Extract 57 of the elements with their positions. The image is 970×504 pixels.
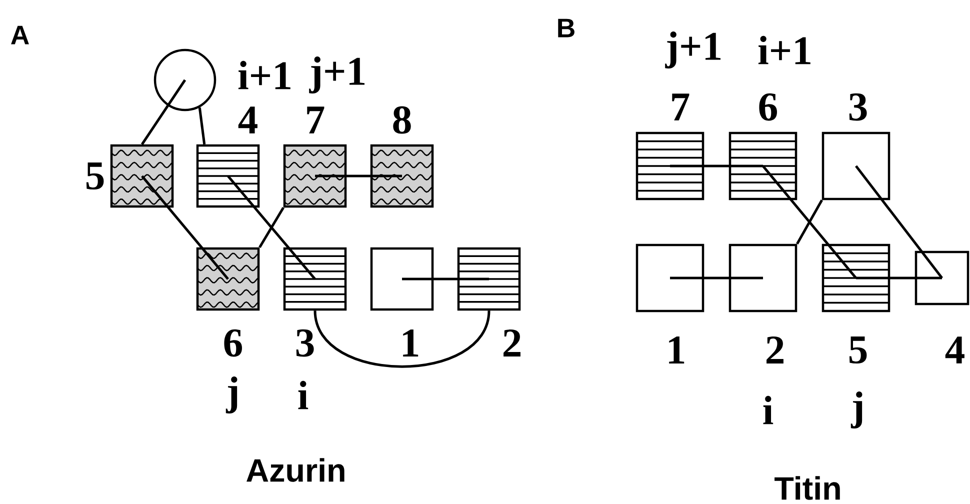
residue-label: j xyxy=(850,392,862,428)
connector-line xyxy=(670,276,763,280)
connector-line xyxy=(141,175,229,280)
residue-label: 4 xyxy=(238,106,258,134)
connector-line xyxy=(227,175,316,280)
residue-label: 7 xyxy=(307,106,324,134)
panel-caption: Azurin xyxy=(246,458,344,482)
square-box xyxy=(728,132,798,200)
square-box xyxy=(196,247,260,311)
residue-label: j xyxy=(226,376,238,414)
square-box xyxy=(110,144,174,208)
connector-line xyxy=(762,165,857,279)
residue-label: j+1 xyxy=(665,32,720,68)
residue-label: 4 xyxy=(945,336,964,364)
panel-caption: Titin xyxy=(774,476,840,500)
residue-label: i xyxy=(763,396,774,424)
connector-line xyxy=(402,278,489,280)
panel-letter: B xyxy=(558,18,574,38)
square-box xyxy=(636,132,704,200)
residue-label: 6 xyxy=(224,329,242,357)
connector-line xyxy=(314,310,490,368)
residue-label: 5 xyxy=(86,162,104,190)
square-box xyxy=(914,250,970,306)
connector-line xyxy=(856,276,942,280)
residue-label: 3 xyxy=(849,93,867,121)
connector-line xyxy=(315,174,402,178)
panel-letter: A xyxy=(11,26,29,44)
square-box xyxy=(370,144,434,208)
circle xyxy=(154,48,216,112)
square-box xyxy=(283,144,347,208)
connector-line xyxy=(670,164,763,168)
residue-label: i+1 xyxy=(238,60,290,90)
residue-label: 2 xyxy=(504,330,520,356)
square-box xyxy=(283,247,347,311)
residue-label: 1 xyxy=(403,330,418,356)
connector-line xyxy=(796,200,823,244)
residue-label: 7 xyxy=(672,94,690,120)
residue-label: i xyxy=(298,380,308,410)
residue-label: 1 xyxy=(669,336,684,364)
square-box xyxy=(728,244,798,312)
square-box xyxy=(822,132,890,200)
residue-label: 3 xyxy=(296,329,314,357)
square-box xyxy=(822,244,890,312)
connector-line xyxy=(198,107,206,145)
residue-label: j+1 xyxy=(309,56,364,94)
connector-line xyxy=(140,79,186,146)
residue-label: 5 xyxy=(849,336,867,364)
square-box xyxy=(636,244,704,312)
residue-label: i+1 xyxy=(758,36,810,64)
square-box xyxy=(196,144,260,208)
square-box xyxy=(457,247,521,311)
square-box xyxy=(370,247,434,311)
residue-label: 8 xyxy=(393,106,411,134)
residue-label: 6 xyxy=(759,93,777,121)
residue-label: 2 xyxy=(766,336,784,364)
connector-line xyxy=(258,206,284,248)
connector-line xyxy=(855,165,943,279)
